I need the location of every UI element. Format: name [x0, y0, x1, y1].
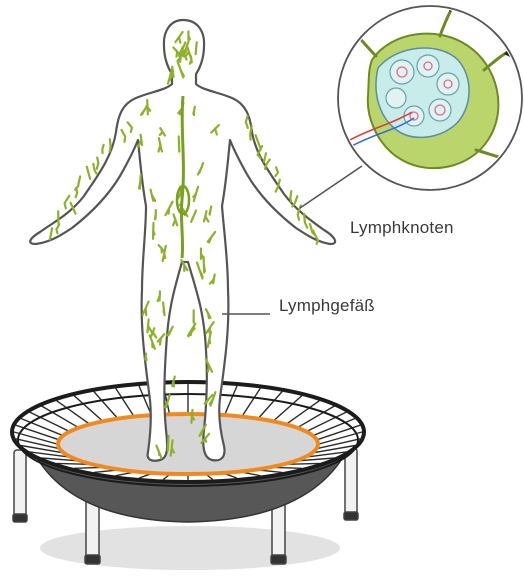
- lymph-vessel-label: Lymphgefäß: [279, 296, 375, 316]
- lymph-branch: [87, 167, 90, 179]
- lymph-branch: [65, 196, 70, 209]
- lymph-node-magnifier: [338, 4, 522, 190]
- lymph-branch: [76, 188, 78, 197]
- pointer-lines: [222, 166, 362, 314]
- lymph-branch: [163, 303, 164, 316]
- lymph-branch: [196, 42, 197, 54]
- lymph-branch: [168, 436, 169, 451]
- lymph-branch: [102, 145, 103, 153]
- lymph-branch: [190, 56, 192, 64]
- lymph-node-label: Lymphknoten: [350, 218, 454, 238]
- lymph-branch: [193, 107, 195, 115]
- lymph-branch: [145, 354, 146, 360]
- lymph-node-pointer: [300, 166, 362, 208]
- thoracic-duct: [181, 96, 183, 258]
- lymph-branch: [139, 175, 141, 188]
- lymph-branch: [58, 211, 59, 225]
- lymph-branch: [290, 191, 291, 201]
- lymph-branch: [179, 137, 180, 152]
- lymph-branch: [97, 158, 99, 169]
- lymph-branch: [264, 153, 266, 162]
- trampoline: [12, 382, 364, 570]
- lymph-branch: [275, 167, 278, 176]
- lymph-branch: [155, 210, 156, 219]
- lymph-branch: [110, 139, 111, 151]
- lymph-branch: [250, 126, 252, 140]
- lymph-branch: [292, 196, 297, 206]
- lymph-branch: [172, 377, 175, 387]
